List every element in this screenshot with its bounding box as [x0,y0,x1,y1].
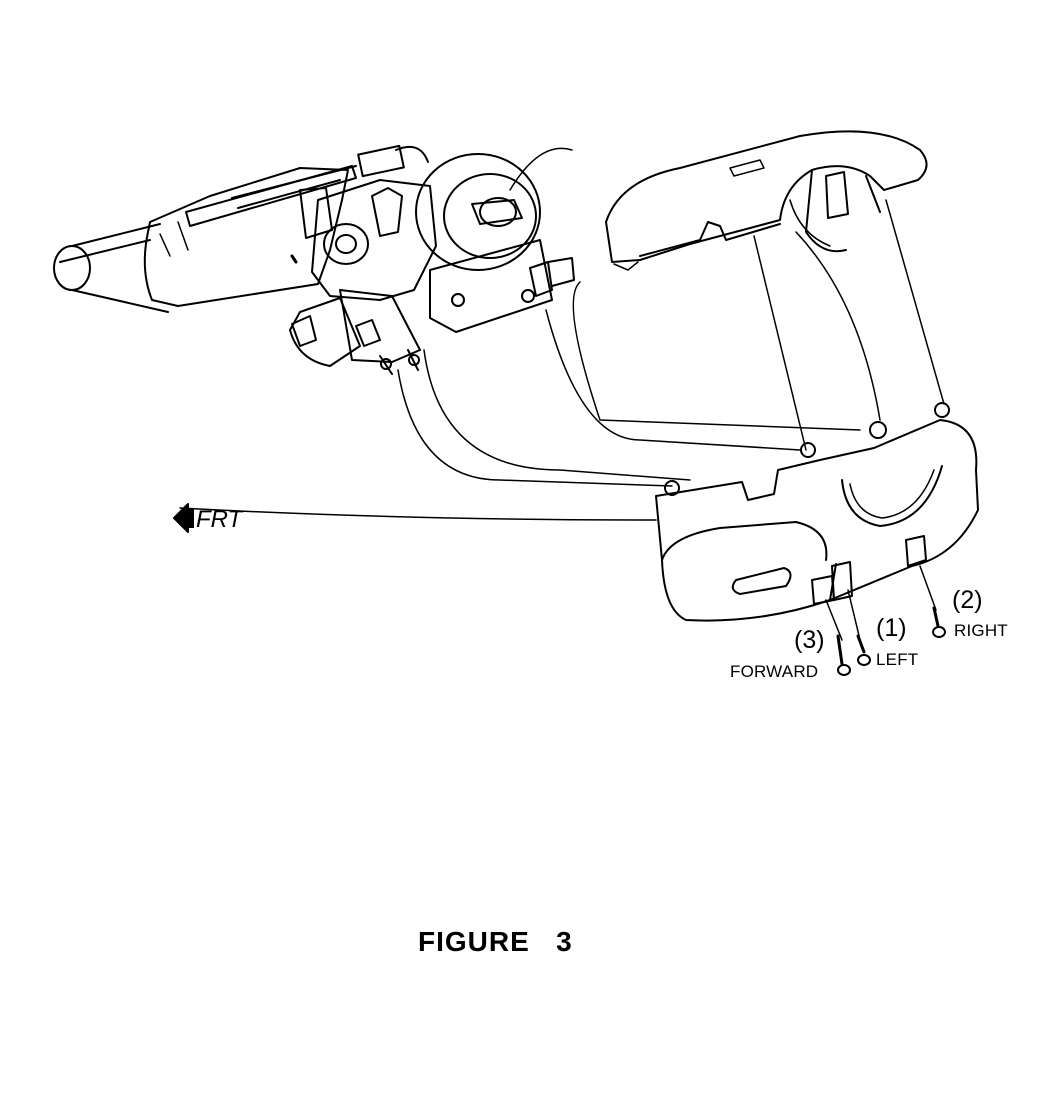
lock-housing [290,180,436,374]
callout-number-1: (1) [876,614,907,642]
callout-label-2: RIGHT [954,621,1008,640]
callout-number-3: (3) [794,626,825,654]
lower-cover [656,403,978,621]
direction-label: FRT [196,506,243,533]
screw-3 [838,636,850,675]
callout-label-3: FORWARD [730,662,819,681]
steering-column-shaft [54,224,168,312]
assembly-guide-lines [180,200,944,648]
figure-title: FIGURE 3 [418,926,573,957]
upper-cover [606,131,927,270]
screw-2 [933,608,945,637]
arrow-left-icon [174,504,194,532]
clock-spring [416,148,574,332]
screw-1 [858,636,870,665]
column-jacket [145,146,428,306]
callout-label-1: LEFT [876,650,919,669]
callout-number-2: (2) [952,586,983,614]
